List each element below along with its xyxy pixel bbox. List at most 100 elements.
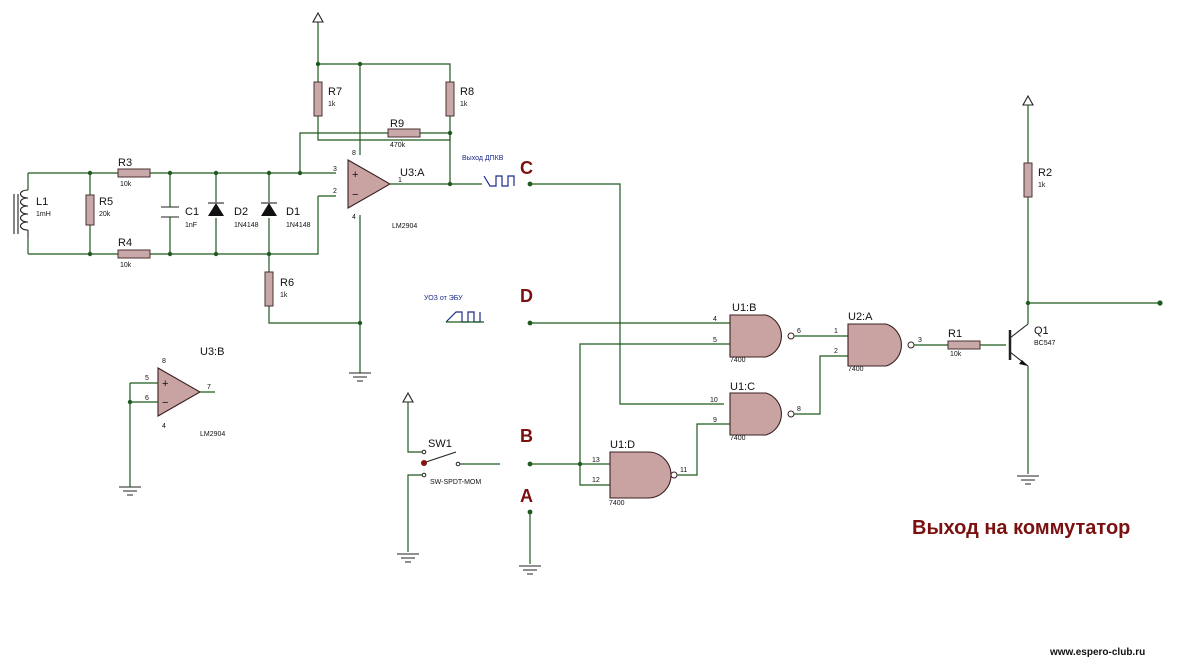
resistor-R1: R1 10k bbox=[947, 328, 981, 358]
U3A-label: U3:A bbox=[400, 167, 425, 179]
U3B-label: U3:B bbox=[200, 346, 224, 358]
U3B-value: LM2904 bbox=[200, 431, 225, 438]
diode-D1: D1 1N4148 bbox=[261, 170, 311, 257]
R9-label: R9 bbox=[390, 118, 404, 130]
resistor-R2: R2 1k bbox=[1022, 94, 1163, 306]
R4-label: R4 bbox=[118, 237, 132, 249]
U3B-pin8: 8 bbox=[162, 358, 166, 365]
opamp-U3B: + − 5 6 7 8 4 U3:B LM2904 bbox=[119, 346, 225, 496]
U1B-value: 7400 bbox=[730, 357, 746, 364]
resistor-R9: R9 470k bbox=[387, 118, 421, 149]
R2-label: R2 bbox=[1038, 167, 1052, 179]
transistor-Q1: Q1 BC547 bbox=[1008, 303, 1056, 485]
U3B-pin6: 6 bbox=[145, 395, 149, 402]
resistor-R4: R4 10k bbox=[117, 237, 151, 269]
U3B-minus: − bbox=[162, 397, 168, 409]
R9-value: 470k bbox=[390, 142, 406, 149]
nand-U1D: 13 12 11 U1:D 7400 bbox=[592, 423, 730, 507]
R1-value: 10k bbox=[950, 351, 962, 358]
D2-label: D2 bbox=[234, 206, 248, 218]
U3A-value: LM2904 bbox=[392, 223, 417, 230]
R2-value: 1k bbox=[1038, 182, 1046, 189]
U3A-pin2: 2 bbox=[333, 188, 337, 195]
U1B-pin6: 6 bbox=[797, 328, 801, 335]
capacitor-C1: C1 1nF bbox=[161, 170, 199, 257]
D1-value: 1N4148 bbox=[286, 222, 311, 229]
dpkv-label: Выход ДПКВ bbox=[462, 155, 504, 162]
C1-value: 1nF bbox=[185, 222, 197, 229]
U1D-value: 7400 bbox=[609, 500, 625, 507]
Q1-value: BC547 bbox=[1034, 340, 1056, 347]
U3B-pin4: 4 bbox=[162, 423, 166, 430]
U1D-pin12: 12 bbox=[592, 477, 600, 484]
uoz-input: УОЗ от ЭБУ D bbox=[424, 286, 730, 326]
resistor-R7: R7 1k bbox=[313, 81, 342, 117]
U2A-pin1: 1 bbox=[834, 328, 838, 335]
D2-value: 1N4148 bbox=[234, 222, 259, 229]
U1B-pin4: 4 bbox=[713, 316, 717, 323]
R4-value: 10k bbox=[120, 262, 132, 269]
U1B-pin5: 5 bbox=[713, 337, 717, 344]
point-D: D bbox=[520, 286, 533, 306]
U2A-label: U2:A bbox=[848, 311, 873, 323]
point-C: C bbox=[520, 158, 533, 178]
U1D-pin11: 11 bbox=[680, 467, 687, 474]
nand-U1B: 4 5 6 U1:B 7400 bbox=[713, 302, 848, 364]
L1-value: 1mH bbox=[36, 211, 51, 218]
U3A-pin8: 8 bbox=[352, 150, 356, 157]
resistor-R5: R5 20k bbox=[85, 170, 113, 257]
U3A-pin4: 4 bbox=[352, 214, 356, 221]
R1-label: R1 bbox=[948, 328, 962, 340]
U1D-label: U1:D bbox=[610, 439, 635, 451]
U1C-pin9: 9 bbox=[713, 417, 717, 424]
input-wires bbox=[27, 132, 450, 324]
watermark: www.espero-club.ru bbox=[1049, 647, 1145, 658]
resistor-R8: R8 1k bbox=[445, 81, 474, 117]
U3A-pin1: 1 bbox=[398, 177, 402, 184]
R8-label: R8 bbox=[460, 86, 474, 98]
U1C-pin8: 8 bbox=[797, 406, 801, 413]
U2A-pin3: 3 bbox=[918, 337, 922, 344]
output-title: Выход на коммутатор bbox=[912, 517, 1130, 539]
U3A-pin3: 3 bbox=[333, 166, 337, 173]
nand-U1C: 10 9 8 U1:C 7400 bbox=[710, 355, 848, 442]
R7-value: 1k bbox=[328, 101, 336, 108]
U1C-label: U1:C bbox=[730, 381, 755, 393]
Q1-label: Q1 bbox=[1034, 325, 1049, 337]
R6-value: 1k bbox=[280, 292, 288, 299]
R6-label: R6 bbox=[280, 277, 294, 289]
uoz-label: УОЗ от ЭБУ bbox=[424, 295, 463, 302]
U1D-pin13: 13 bbox=[592, 457, 600, 464]
U3A-plus: + bbox=[352, 169, 358, 181]
diode-D2: D2 1N4148 bbox=[208, 170, 259, 257]
R5-label: R5 bbox=[99, 196, 113, 208]
SW1-value: SW-SPDT-MOM bbox=[430, 479, 481, 486]
R5-value: 20k bbox=[99, 211, 111, 218]
R8-value: 1k bbox=[460, 101, 468, 108]
U3A-minus: − bbox=[352, 189, 358, 201]
opamp-U3A: + − 3 2 1 8 4 U3:A LM2904 bbox=[333, 150, 453, 230]
C1-label: C1 bbox=[185, 206, 199, 218]
U1C-pin10: 10 bbox=[710, 397, 718, 404]
U3B-pin5: 5 bbox=[145, 375, 149, 382]
U2A-pin2: 2 bbox=[834, 348, 838, 355]
point-A: A bbox=[520, 486, 533, 506]
L1-label: L1 bbox=[36, 196, 48, 208]
U3B-pin7: 7 bbox=[207, 384, 211, 391]
switch-SW1: SW1 SW-SPDT-MOM B A bbox=[397, 343, 730, 575]
nand-U2A: 1 2 3 U2:A 7400 bbox=[834, 311, 1006, 373]
D1-label: D1 bbox=[286, 206, 300, 218]
U1B-label: U1:B bbox=[732, 302, 756, 314]
resistor-R6: R6 1k bbox=[264, 271, 294, 307]
R3-value: 10k bbox=[120, 181, 132, 188]
point-B: B bbox=[520, 426, 533, 446]
dpkv-output: Выход ДПКВ C bbox=[450, 155, 724, 405]
U2A-value: 7400 bbox=[848, 366, 864, 373]
U3B-plus: + bbox=[162, 378, 168, 390]
R3-label: R3 bbox=[118, 157, 132, 169]
SW1-label: SW1 bbox=[428, 438, 452, 450]
power-top bbox=[312, 11, 453, 382]
inductor-L1: L1 1mH bbox=[13, 189, 51, 238]
R7-label: R7 bbox=[328, 86, 342, 98]
